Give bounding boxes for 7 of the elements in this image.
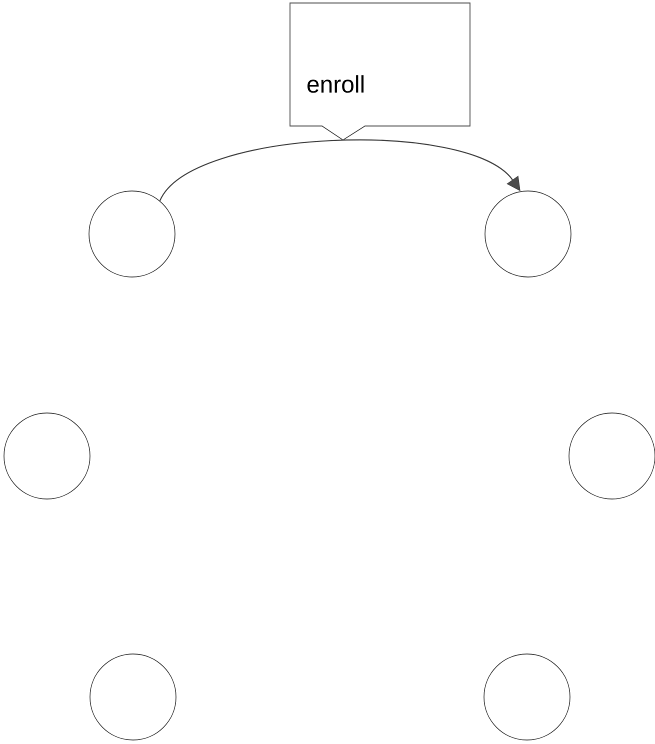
- circle-node: [88, 190, 176, 278]
- arrow: [159, 139, 520, 202]
- callout-box: enroll: [290, 2, 470, 141]
- circle-node: [484, 190, 572, 278]
- circle-node: [4, 412, 90, 500]
- circle-node: [484, 654, 570, 740]
- circle-node: [90, 654, 176, 740]
